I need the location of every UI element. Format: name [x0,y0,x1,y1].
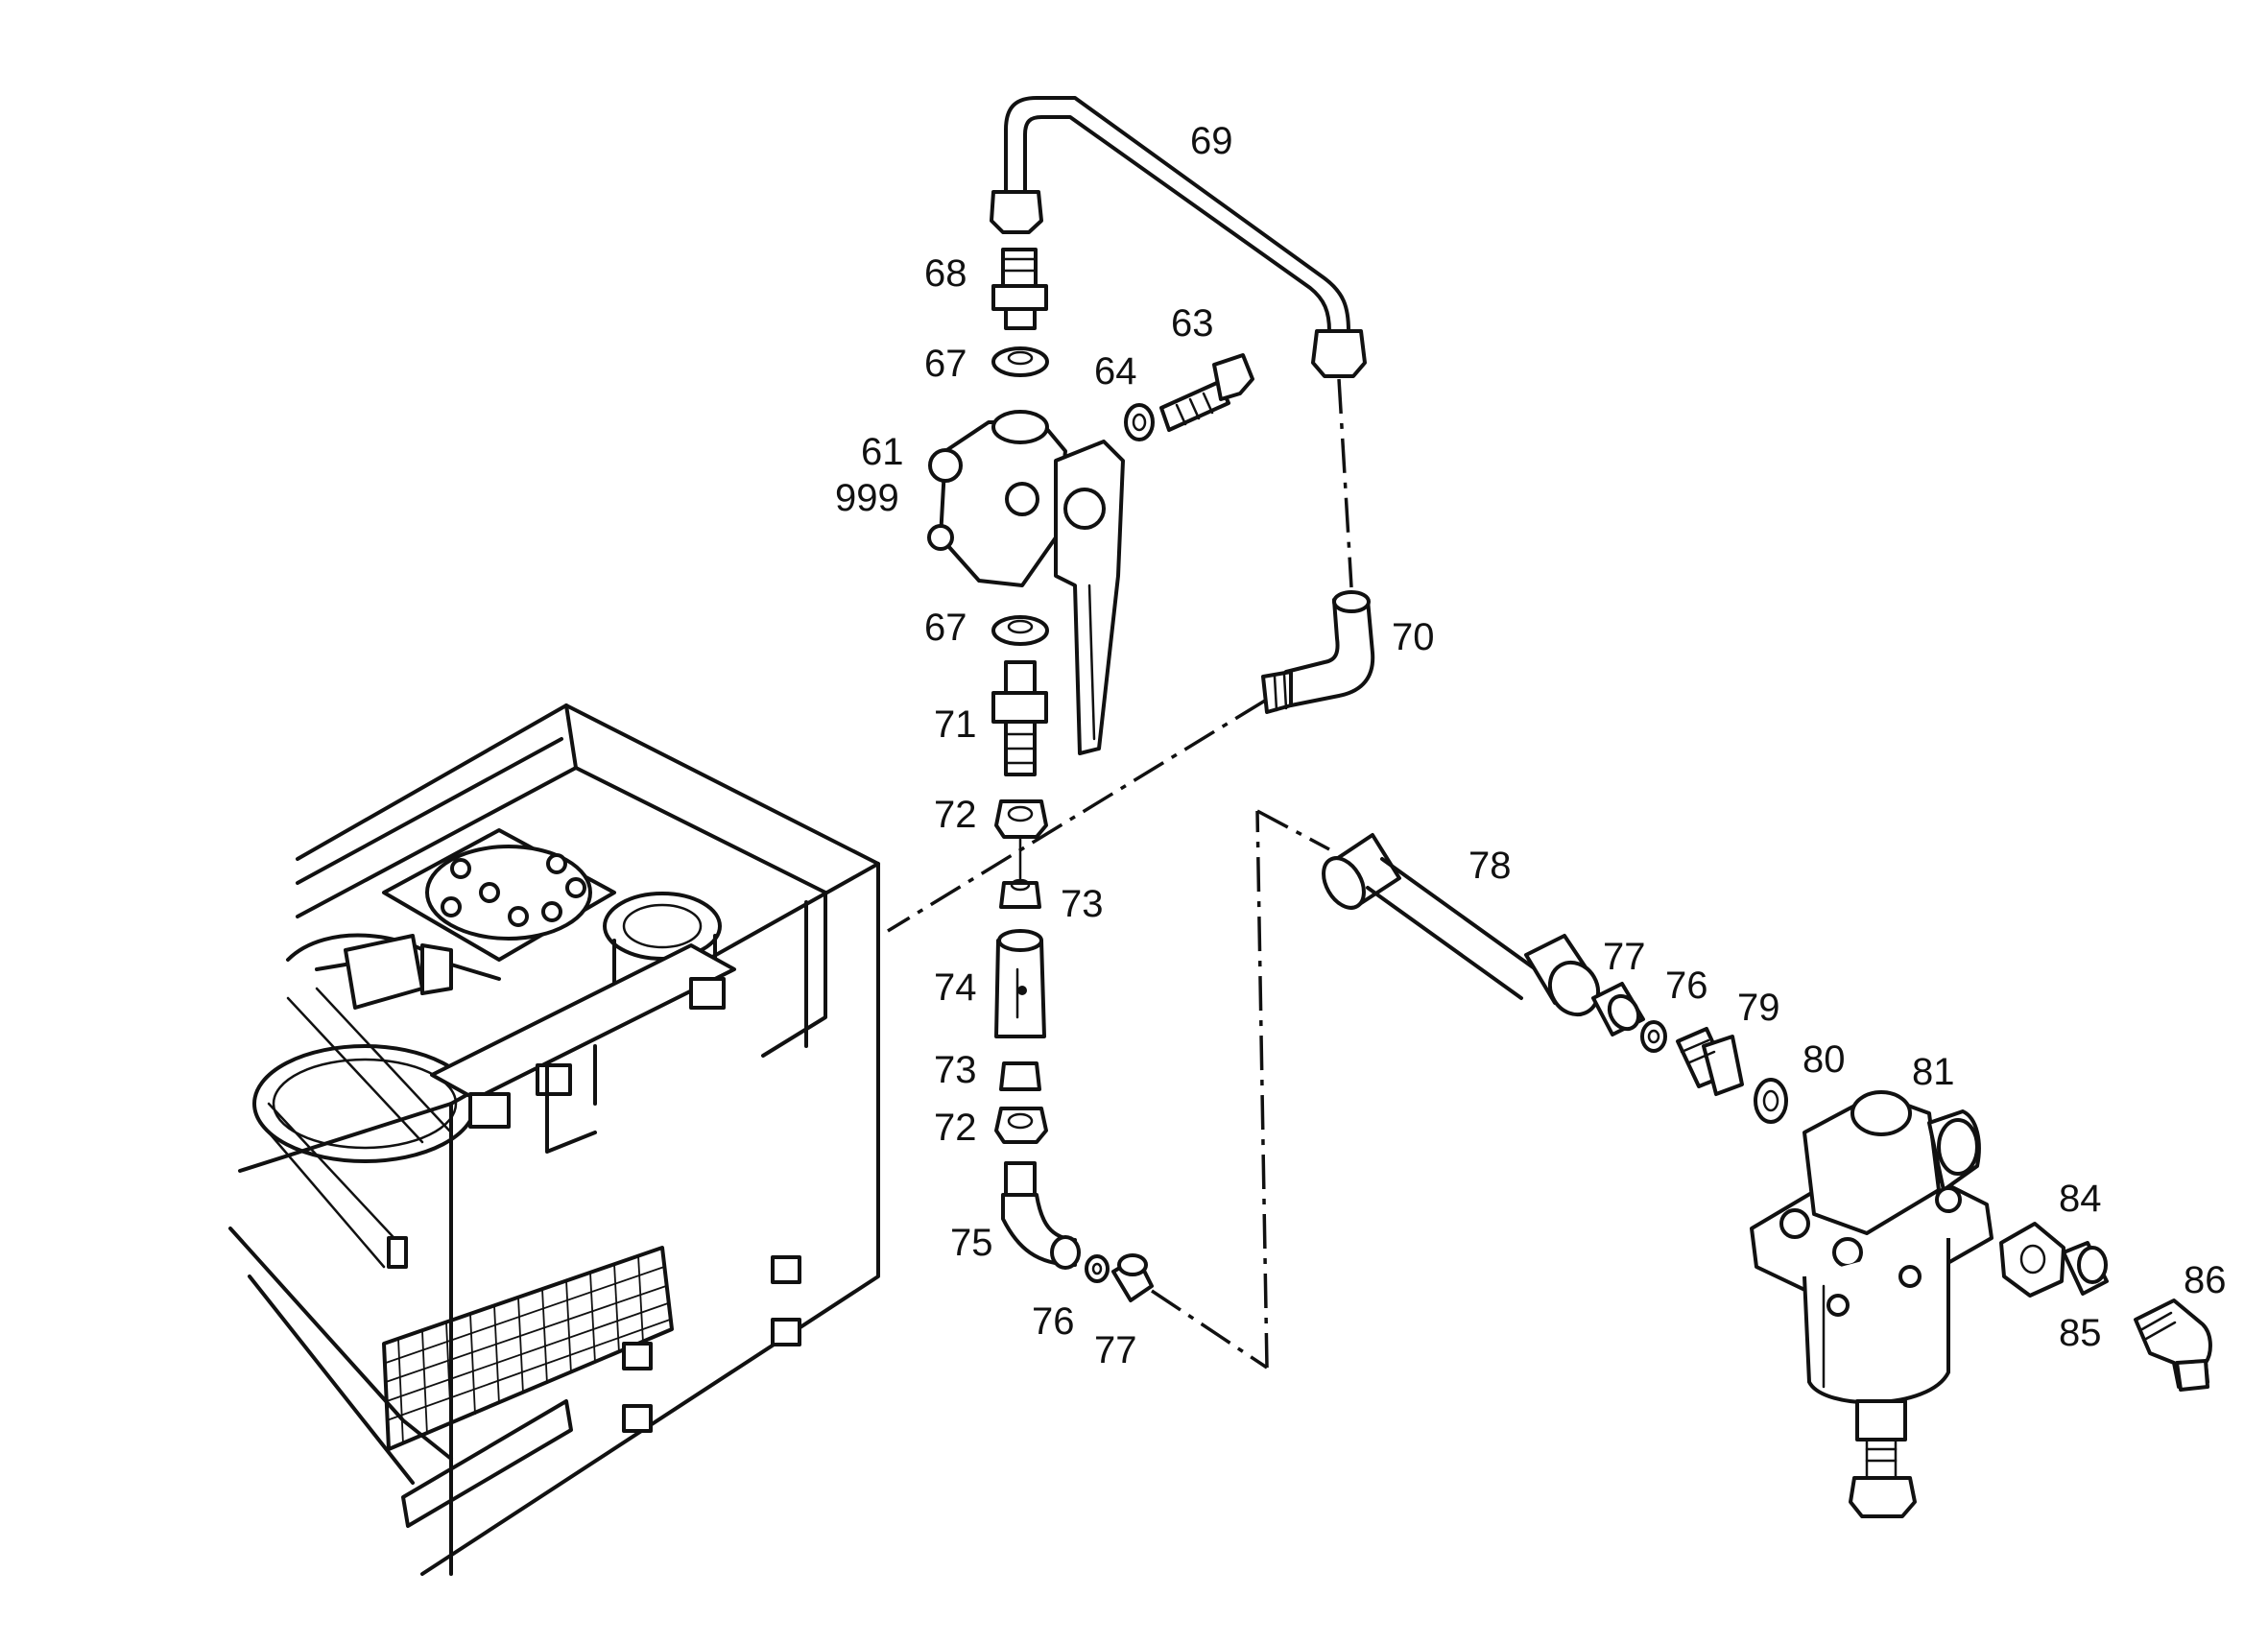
callout-999: 999 [835,477,899,519]
nut-84 [1999,1222,2065,1298]
washer-67-lower [991,615,1049,646]
callout-61: 61 [861,431,904,473]
callout-68: 68 [924,252,967,295]
fitting-79 [1676,1027,1744,1096]
nut-72-upper [994,799,1048,839]
sleeve-85 [2062,1241,2109,1296]
callout-72: 72 [934,794,977,836]
callout-71: 71 [934,703,977,746]
sleeve-73-upper [999,878,1041,909]
callout-78: 78 [1468,845,1512,887]
callout-80: 80 [1802,1038,1846,1081]
callout-70: 70 [1392,616,1435,658]
fuel-tap-61 [927,410,1125,755]
callout-73: 73 [1061,883,1104,925]
callout-86: 86 [2184,1259,2227,1301]
callout-67: 67 [924,343,967,385]
callout-75: 75 [950,1222,993,1264]
nipple-71 [991,660,1048,776]
callout-69: 69 [1190,120,1233,162]
callout-79: 79 [1737,987,1780,1029]
callout-77-upper: 77 [1603,936,1646,978]
callout-labels: 69 68 67 63 64 61 999 67 70 71 72 73 74 … [835,120,2227,1371]
washer-80 [1754,1078,1788,1124]
callout-76-upper: 76 [1665,965,1708,1007]
callout-73-lower: 73 [934,1049,977,1091]
callout-74: 74 [934,966,977,1009]
elbow-75 [1001,1161,1081,1270]
front-grille [382,1246,674,1451]
fuel-pipe-78 [1322,833,1601,1017]
bolt-63 [1159,353,1254,432]
callout-63: 63 [1171,302,1214,345]
callout-76: 76 [1032,1300,1075,1343]
washer-64 [1124,403,1155,441]
fuel-line-69 [990,96,1367,378]
callout-67-lower: 67 [924,607,967,649]
connector-74 [994,929,1046,1038]
callout-81: 81 [1912,1051,1955,1093]
callout-72-lower: 72 [934,1107,977,1149]
elbow-86 [2134,1299,2212,1392]
assembly-centerlines [887,378,1353,1370]
fuel-filter-81 [1750,1090,1993,1518]
fitting-68 [991,248,1048,330]
elbow-70 [1261,590,1375,714]
sleeve-73-lower [999,1061,1041,1091]
sleeve-77-lower [1111,1253,1154,1302]
sleeve-77-upper [1591,982,1645,1036]
washer-67-upper [991,346,1049,377]
washer-76-upper [1640,1020,1667,1053]
nut-72-lower [994,1107,1048,1144]
callout-64: 64 [1094,350,1137,393]
callout-85: 85 [2059,1312,2102,1354]
callout-77: 77 [1094,1329,1137,1371]
washer-76-lower [1085,1254,1110,1283]
machine-body [228,703,880,1576]
callout-84: 84 [2059,1178,2102,1220]
